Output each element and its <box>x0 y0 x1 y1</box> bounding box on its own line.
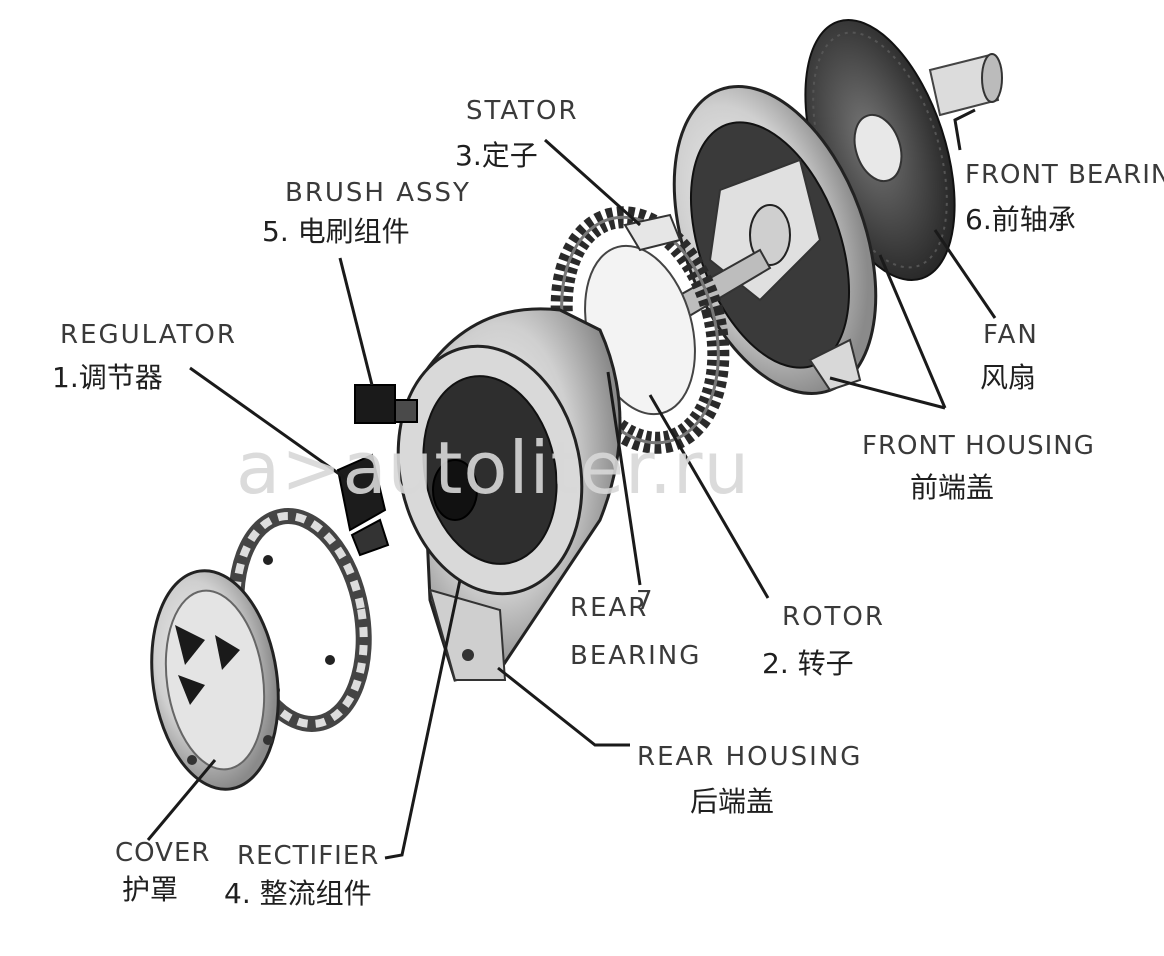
label-stator-cn: 3.定子 <box>455 139 538 172</box>
label-front-housing-cn: 前端盖 <box>910 471 995 504</box>
leader-regulator <box>189 366 346 480</box>
label-cover-en: COVER <box>115 838 211 868</box>
leader-stator <box>543 138 642 227</box>
leader-front-bearing <box>953 108 976 151</box>
leader-rear-housing <box>497 666 630 747</box>
watermark: a>autoliter.ru <box>236 426 751 510</box>
label-front-bearing-cn: 6.前轴承 <box>965 203 1076 236</box>
label-regulator-en: REGULATOR <box>60 320 237 350</box>
label-front-housing-en: FRONT HOUSING <box>862 431 1095 461</box>
label-brush-en: BRUSH ASSY <box>285 178 471 208</box>
leader-lines <box>146 108 997 860</box>
label-fan-en: FAN <box>983 320 1039 350</box>
cover-part <box>150 569 280 791</box>
label-fan-cn: 风扇 <box>980 361 1037 394</box>
label-rear-bearing-num: 7 <box>636 586 655 616</box>
leader-cover <box>146 759 217 841</box>
leader-front-housing-2 <box>829 376 946 410</box>
leader-brush <box>338 257 374 386</box>
front-housing-part <box>672 85 878 395</box>
regulator-part <box>336 453 390 557</box>
label-cover-cn: 护罩 <box>122 873 179 906</box>
label-stator-en: STATOR <box>466 96 579 126</box>
label-rear-housing-cn: 后端盖 <box>690 785 775 818</box>
label-rotor-en: ROTOR <box>782 602 885 632</box>
label-brush-cn: 5. 电刷组件 <box>262 215 410 248</box>
label-regulator-cn: 1.调节器 <box>52 361 163 394</box>
label-rear-bearing-en2: BEARING <box>570 641 702 671</box>
label-front-bearing-en: FRONT BEARING <box>965 160 1164 190</box>
leader-front-housing <box>878 254 947 409</box>
leader-rear-bearing <box>606 371 642 586</box>
label-rectifier-cn: 4. 整流组件 <box>224 877 372 910</box>
leader-rectifier <box>384 579 462 860</box>
label-rotor-cn: 2. 转子 <box>762 647 854 680</box>
label-rectifier-en: RECTIFIER <box>237 841 380 871</box>
label-rear-bearing-en: REAR <box>570 593 649 623</box>
leader-rotor <box>648 394 770 599</box>
rear-housing-part <box>396 307 622 682</box>
front-bearing-part <box>928 53 1003 117</box>
label-rear-housing-en: REAR HOUSING <box>637 742 863 772</box>
brush-assy-part <box>354 384 418 424</box>
leader-fan <box>933 229 997 319</box>
